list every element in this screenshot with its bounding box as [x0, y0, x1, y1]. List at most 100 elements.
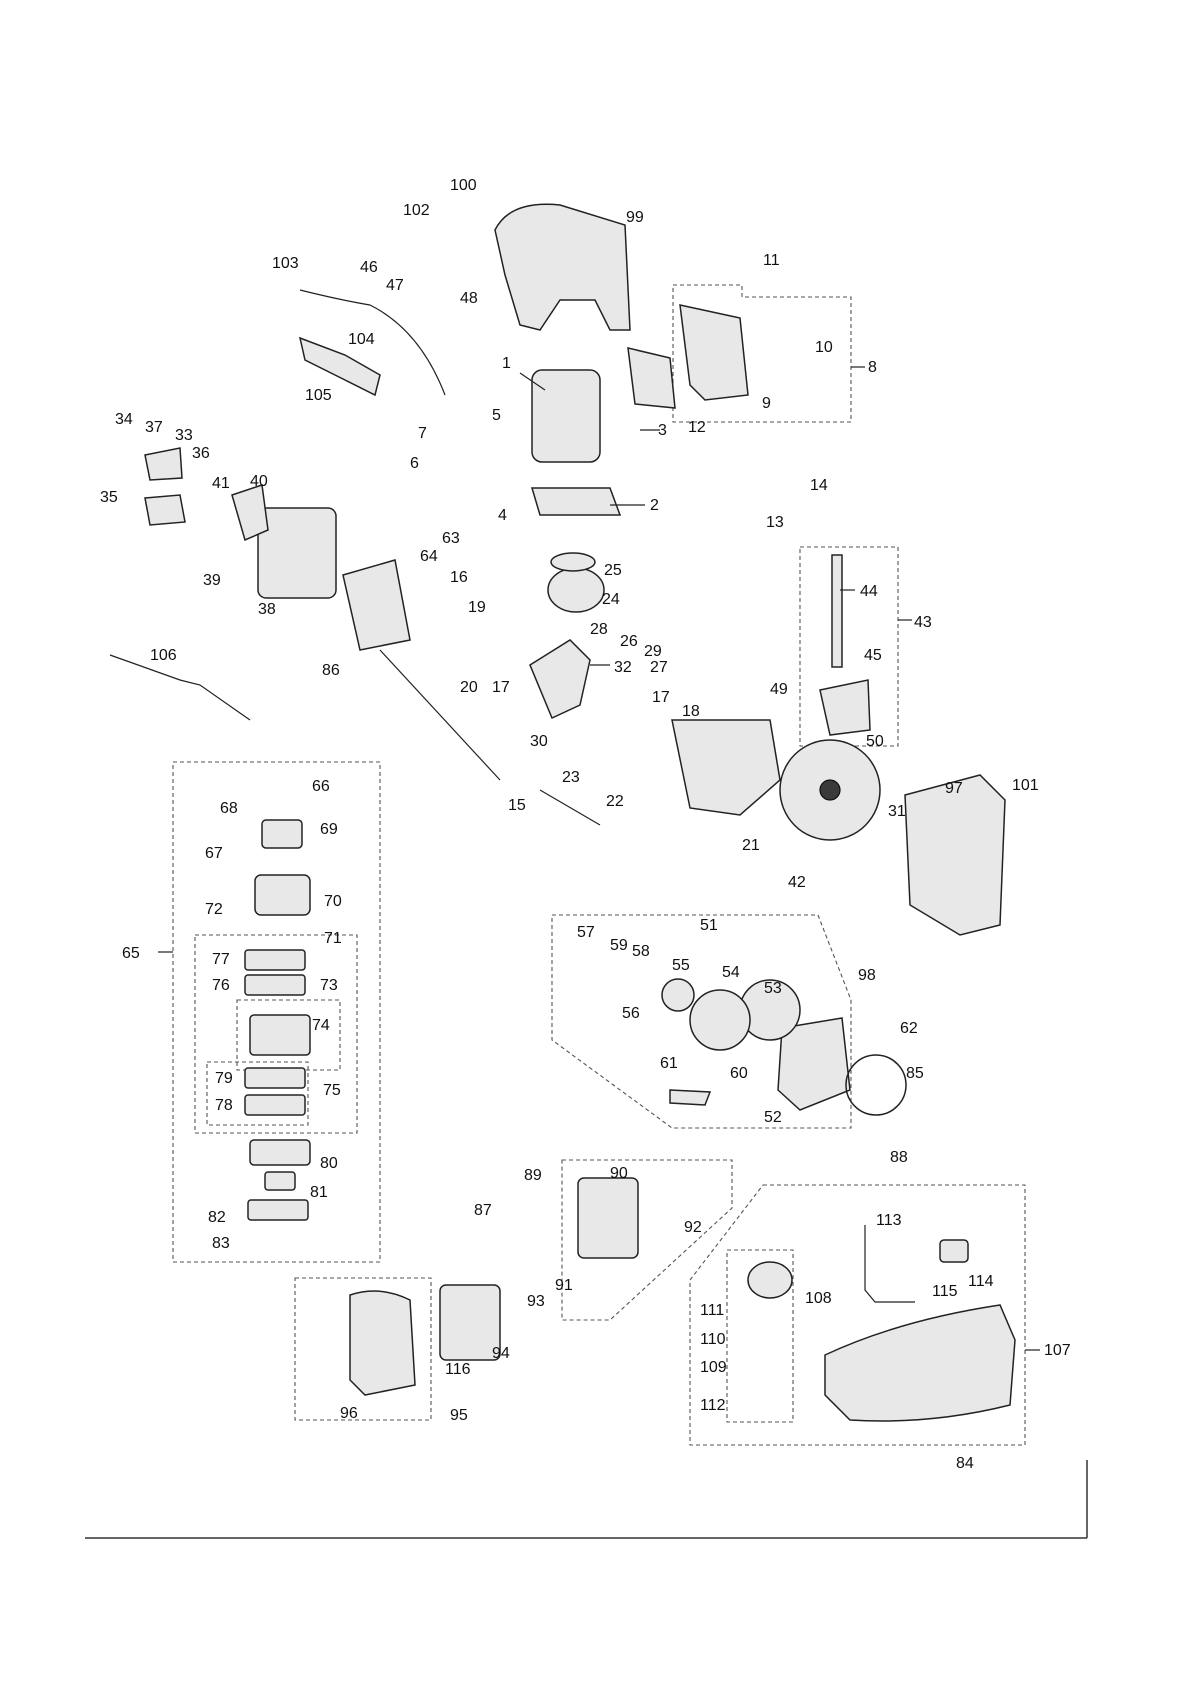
label-38: 38	[258, 601, 276, 618]
label-106: 106	[150, 647, 177, 664]
label-85: 85	[906, 1065, 924, 1082]
gasket-12-part	[627, 347, 676, 409]
label-10: 10	[815, 339, 833, 356]
label-62: 62	[900, 1020, 918, 1037]
carb-74-part	[249, 1014, 311, 1056]
air-filter-base-part	[577, 1177, 639, 1259]
leader-15	[379, 649, 501, 781]
parts	[109, 203, 1016, 1422]
label-73: 73	[320, 977, 338, 994]
label-83: 83	[212, 1235, 230, 1252]
label-84: 84	[956, 1455, 974, 1472]
label-6: 6	[410, 455, 419, 472]
label-69: 69	[320, 821, 338, 838]
box-8	[672, 284, 852, 423]
label-17a: 17	[492, 679, 510, 696]
label-40: 40	[250, 473, 268, 490]
filter-element-part	[439, 1284, 501, 1361]
muffler-part	[679, 304, 749, 401]
label-15: 15	[508, 797, 526, 814]
label-86: 86	[322, 662, 340, 679]
part-40	[231, 484, 269, 542]
label-99: 99	[626, 209, 644, 226]
crankcase-38-part	[257, 507, 337, 599]
label-82: 82	[208, 1209, 226, 1226]
label-37: 37	[145, 419, 163, 436]
pawl-55-part	[661, 978, 695, 1012]
label-112: 112	[700, 1397, 726, 1414]
label-88: 88	[890, 1149, 908, 1166]
leader-lines	[158, 366, 1040, 1351]
label-57: 57	[577, 924, 595, 941]
part-35	[144, 494, 186, 526]
label-75: 75	[323, 1082, 341, 1099]
fuel-cap-part	[747, 1261, 793, 1299]
label-1: 1	[502, 355, 511, 372]
box-95	[294, 1277, 432, 1421]
label-98: 98	[858, 967, 876, 984]
part-33	[144, 447, 183, 481]
label-102: 102	[403, 202, 430, 219]
primer-part	[939, 1239, 969, 1263]
label-66: 66	[312, 778, 330, 795]
label-113: 113	[876, 1212, 902, 1229]
label-19: 19	[468, 599, 486, 616]
label-25: 25	[604, 562, 622, 579]
label-4: 4	[498, 507, 507, 524]
o-ring-85-part	[845, 1054, 907, 1116]
label-100: 100	[450, 177, 477, 194]
label-95: 95	[450, 1407, 468, 1424]
label-76: 76	[212, 977, 230, 994]
label-116: 116	[445, 1361, 471, 1378]
label-46: 46	[360, 259, 378, 276]
label-105: 105	[305, 387, 332, 404]
label-16: 16	[450, 569, 468, 586]
label-81: 81	[310, 1184, 328, 1201]
label-22: 22	[606, 793, 624, 810]
box-75	[206, 1061, 309, 1126]
label-20: 20	[460, 679, 478, 696]
fuel-tank-part	[824, 1304, 1016, 1422]
label-47: 47	[386, 277, 404, 294]
label-115: 115	[932, 1283, 958, 1300]
label-5: 5	[492, 407, 501, 424]
label-61: 61	[660, 1055, 678, 1072]
label-65: 65	[122, 945, 140, 962]
label-27: 27	[650, 659, 668, 676]
label-18: 18	[682, 703, 700, 720]
throttle-cable-part	[299, 289, 446, 396]
label-8: 8	[868, 359, 877, 376]
label-72: 72	[205, 901, 223, 918]
label-94: 94	[492, 1345, 510, 1362]
fuel-line-113-part	[864, 1225, 915, 1303]
cylinder-part	[531, 369, 601, 463]
label-9: 9	[762, 395, 771, 412]
label-52: 52	[764, 1109, 782, 1126]
group-boxes	[172, 284, 1026, 1446]
label-53: 53	[764, 980, 782, 997]
box-51	[551, 914, 852, 1129]
piston-part	[547, 567, 605, 613]
label-89: 89	[524, 1167, 542, 1184]
engine-cover-part	[494, 203, 631, 331]
box-65	[172, 761, 381, 1263]
label-104: 104	[348, 331, 375, 348]
label-36: 36	[192, 445, 210, 462]
label-11: 11	[763, 252, 780, 269]
label-97: 97	[945, 780, 963, 797]
crankcase-15-left-part	[342, 559, 411, 651]
label-90: 90	[610, 1165, 628, 1182]
carb-69-part	[261, 819, 303, 849]
leader-1	[519, 372, 546, 391]
label-3: 3	[658, 422, 667, 439]
label-59: 59	[610, 937, 628, 954]
label-24: 24	[602, 591, 620, 608]
label-17b: 17	[652, 689, 670, 706]
box-89	[561, 1159, 733, 1321]
label-63: 63	[442, 530, 460, 547]
label-114: 114	[968, 1273, 994, 1290]
label-13: 13	[766, 514, 784, 531]
label-71: 71	[324, 930, 342, 947]
label-54: 54	[722, 964, 740, 981]
